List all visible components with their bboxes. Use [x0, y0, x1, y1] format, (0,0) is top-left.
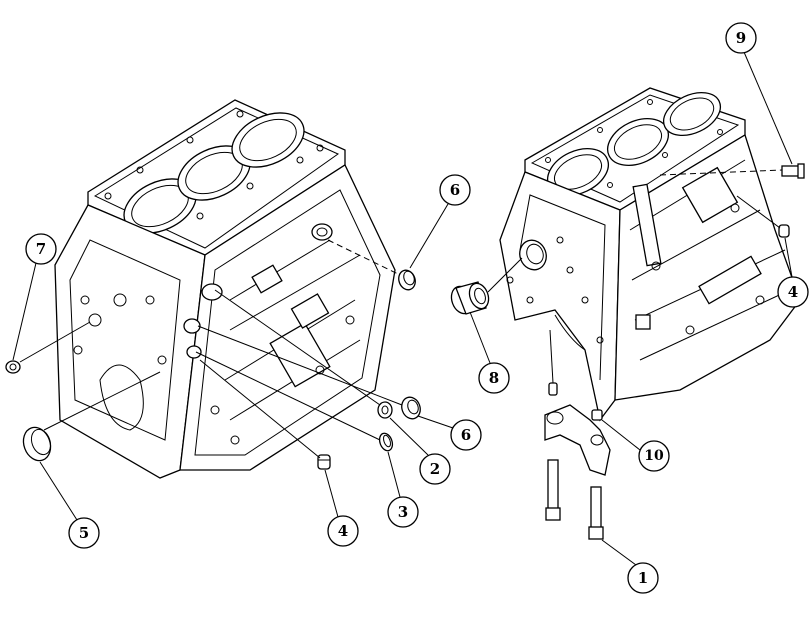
callout-2-label: 2: [430, 460, 440, 478]
callout-8-label: 8: [489, 369, 499, 387]
callout-5: 5: [39, 461, 100, 549]
callout-9-label: 9: [736, 29, 746, 47]
callout-1-label: 1: [638, 569, 648, 587]
callout-7: 7: [12, 233, 57, 361]
callout-8: 8: [469, 311, 510, 394]
callout-4-left: 4: [324, 469, 359, 547]
callout-2: 2: [389, 417, 451, 485]
callout-4-right: 4: [777, 237, 809, 308]
right-engine-block: [499, 87, 801, 422]
callout-9: 9: [725, 22, 793, 165]
callout-10-label: 10: [644, 448, 664, 464]
callout-7-label: 7: [36, 240, 46, 258]
right-loose-parts: [450, 163, 805, 540]
callout-6-lower-label: 6: [461, 426, 471, 444]
left-engine-block: [54, 99, 396, 479]
callout-6-upper: 6: [409, 174, 471, 269]
left-loose-parts: [5, 269, 421, 470]
callout-4-right-label: 4: [788, 283, 798, 301]
callout-3-label: 3: [398, 503, 408, 521]
callout-4-left-label: 4: [338, 522, 348, 540]
callout-1: 1: [601, 539, 659, 594]
callout-6-upper-label: 6: [450, 181, 460, 199]
callout-5-label: 5: [79, 524, 89, 542]
callout-10: 10: [601, 419, 670, 472]
left-leader-lines: [19, 239, 403, 459]
callout-6-lower: 6: [417, 415, 482, 451]
callouts: 1 2 3 4 4 5: [12, 22, 809, 594]
right-leader-lines: [487, 169, 783, 384]
callout-3: 3: [387, 451, 419, 528]
